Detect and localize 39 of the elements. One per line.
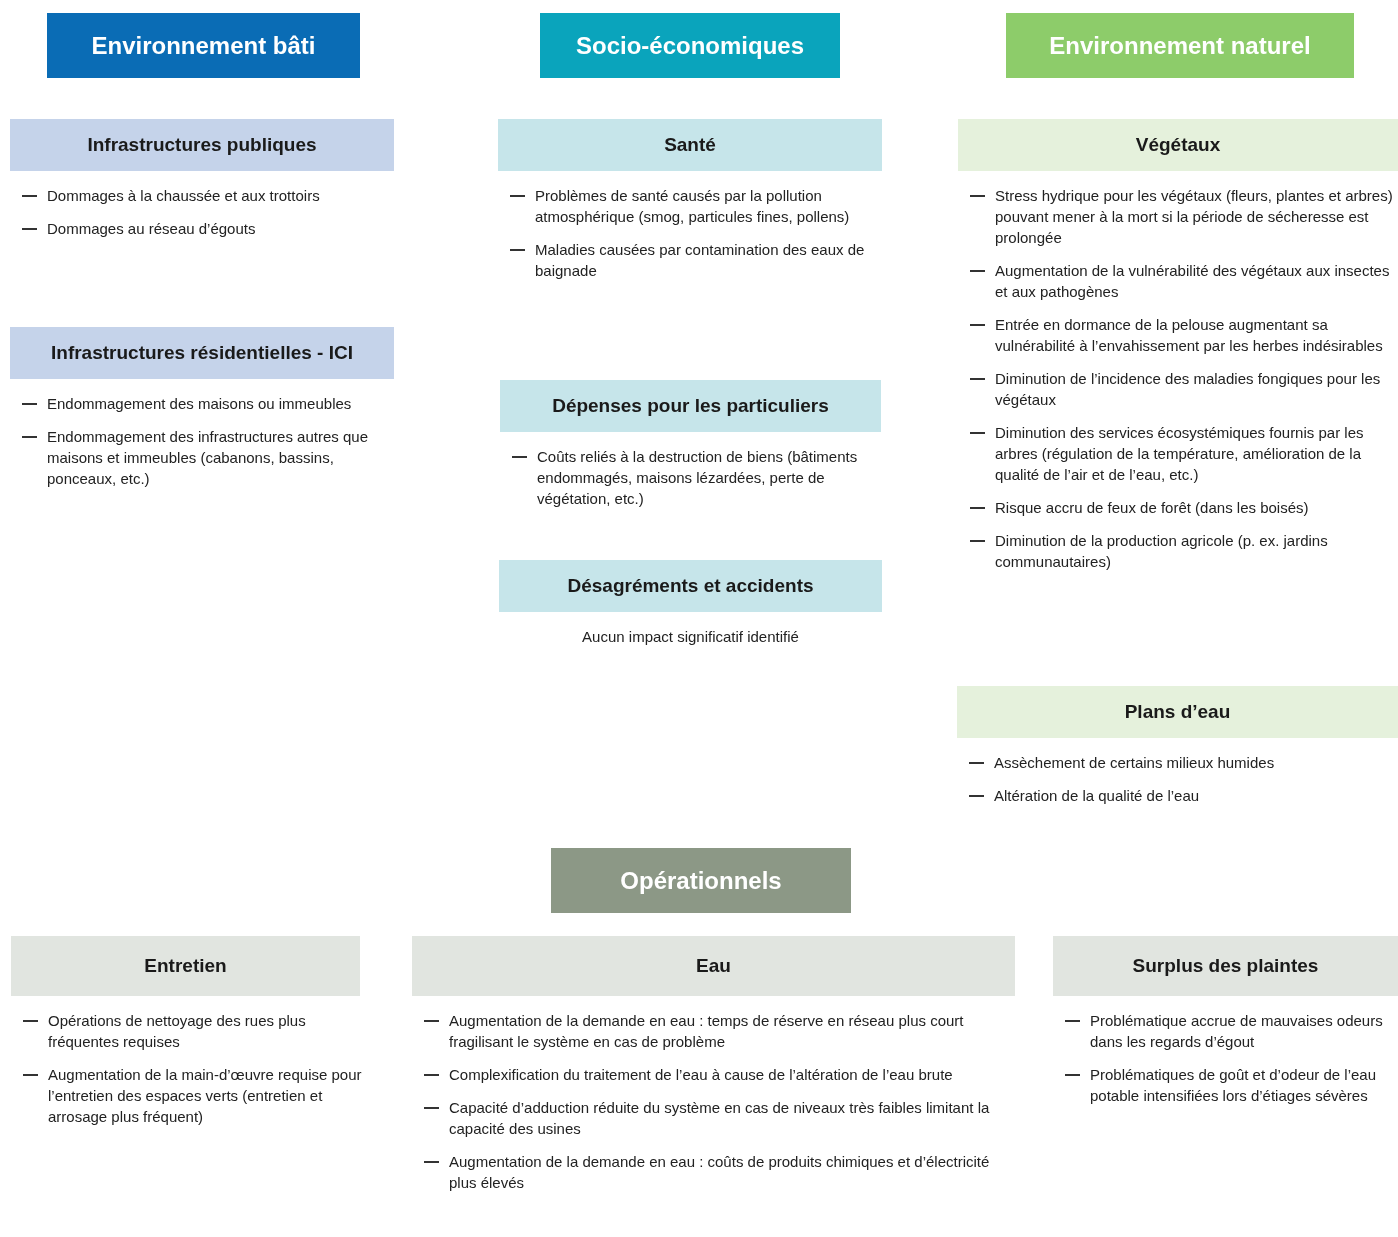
bullet-text: Maladies causées par contamination des eaux de baignade <box>535 240 866 281</box>
bullet-text: Assèchement de certains milieux humides <box>994 753 1275 773</box>
bullet-text: Endommagement des infrastructures autres que maisons et immeubles (cabanons, bassins, ponceaux, etc.) <box>47 427 369 489</box>
subcategory-band: Infrastructures résidentielles - ICI <box>10 327 394 379</box>
bullet-text: Diminution des services écosystémiques fournis par les arbres (régulation de la température, amélioration de la qualité de l’air et de l’eau, etc.) <box>995 423 1365 485</box>
note-text: Aucun impact significatif identifié <box>582 627 799 647</box>
bullet-text: Entrée en dormance de la pelouse augmentant sa vulnérabilité à l’envahissement par les herbes indésirables <box>995 315 1384 356</box>
bullet-text: Diminution de l’incidence des maladies fongiques pour les végétaux <box>995 369 1382 410</box>
bullet-text: Stress hydrique pour les végétaux (fleurs, plantes et arbres) pouvant mener à la mort si la période de sécheresse est prolongée <box>995 186 1394 248</box>
bullet-text: Dommages au réseau d’égouts <box>47 219 256 239</box>
bullet-text: Altération de la qualité de l’eau <box>994 786 1200 806</box>
subcategory-band: Végétaux <box>958 119 1398 171</box>
bullet-text: Capacité d’adduction réduite du système en cas de niveaux très faibles limitant la capacité des usines <box>449 1098 990 1139</box>
subcategory-band: Plans d’eau <box>957 686 1398 738</box>
subcategory-band: Entretien <box>11 936 360 996</box>
bullet-text: Augmentation de la main-d’œuvre requise pour l’entretien des espaces verts (entretien et arrosage plus fréquent) <box>48 1065 363 1127</box>
category-header: Environnement bâti <box>47 13 360 78</box>
category-header: Socio-économiques <box>540 13 840 78</box>
subcategory-band: Eau <box>412 936 1015 996</box>
bullet-text: Opérations de nettoyage des rues plus fréquentes requises <box>48 1011 307 1052</box>
bullet-text: Risque accru de feux de forêt (dans les boisés) <box>995 498 1309 518</box>
subcategory-band: Infrastructures publiques <box>10 119 394 171</box>
subcategory-band: Dépenses pour les particuliers <box>500 380 881 432</box>
bullet-text: Augmentation de la demande en eau : temps de réserve en réseau plus court fragilisant le système en cas de problème <box>449 1011 965 1052</box>
category-header: Opérationnels <box>551 848 851 913</box>
bullet-text: Augmentation de la vulnérabilité des végétaux aux insectes et aux pathogènes <box>995 261 1391 302</box>
bullet-text: Problèmes de santé causés par la pollution atmosphérique (smog, particules fines, pollens) <box>535 186 851 227</box>
subcategory-band: Santé <box>498 119 882 171</box>
bullet-text: Problématiques de goût et d’odeur de l’eau potable intensifiées lors d’étiages sévères <box>1090 1065 1378 1106</box>
bullet-text: Coûts reliés à la destruction de biens (bâtiments endommagés, maisons lézardées, perte de végétation, etc.) <box>537 447 859 509</box>
bullet-text: Endommagement des maisons ou immeubles <box>47 394 352 414</box>
category-header: Environnement naturel <box>1006 13 1354 78</box>
subcategory-band: Surplus des plaintes <box>1053 936 1398 996</box>
bullet-text: Diminution de la production agricole (p. ex. jardins communautaires) <box>995 531 1329 572</box>
bullet-text: Complexification du traitement de l’eau à cause de l’altération de l’eau brute <box>449 1065 953 1085</box>
bullet-text: Dommages à la chaussée et aux trottoirs <box>47 186 320 206</box>
bullet-text: Problématique accrue de mauvaises odeurs dans les regards d’égout <box>1090 1011 1384 1052</box>
bullet-text: Augmentation de la demande en eau : coûts de produits chimiques et d’électricité plus élevés <box>449 1152 990 1193</box>
subcategory-band: Désagréments et accidents <box>499 560 882 612</box>
